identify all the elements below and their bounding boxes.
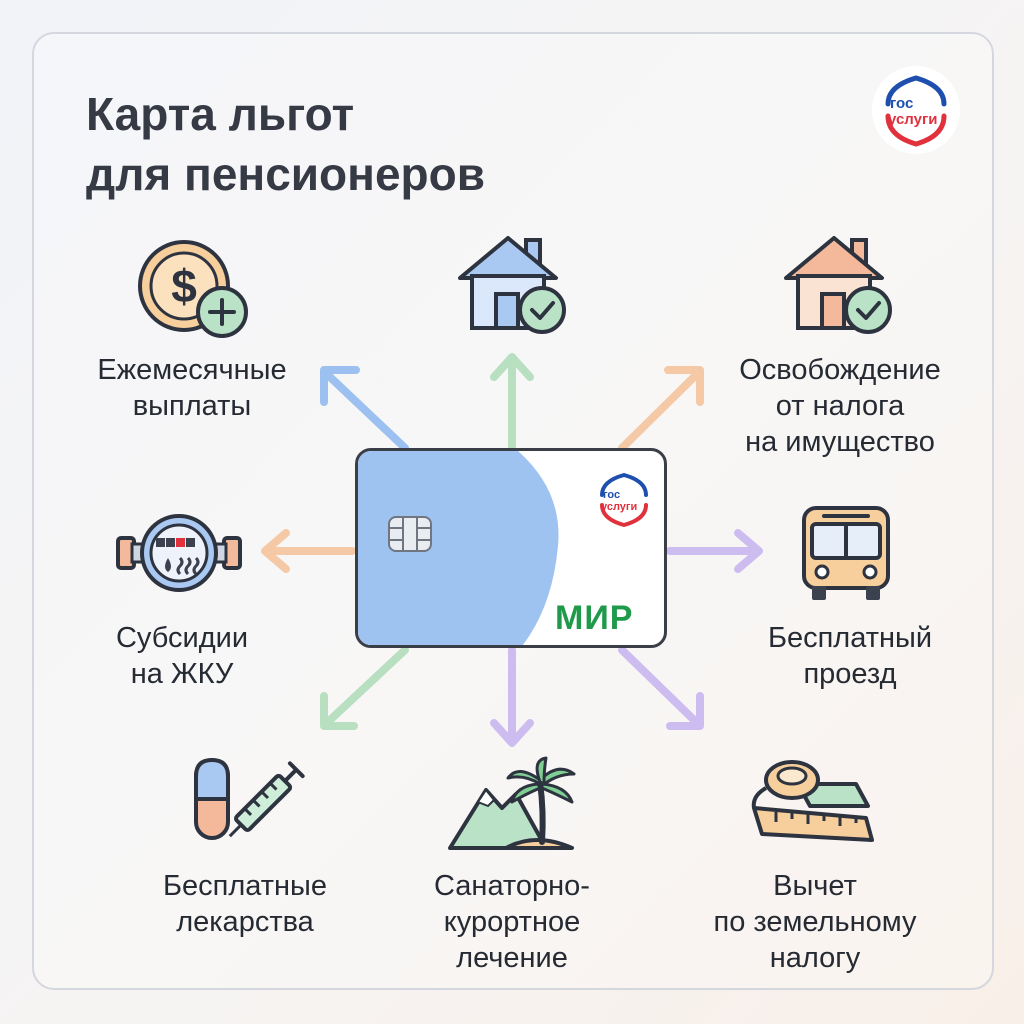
card-logo-uslugi: услуги	[601, 501, 637, 513]
arrow-sanatorium	[490, 646, 534, 747]
svg-text:$: $	[171, 260, 197, 312]
pill-syringe-icon	[194, 757, 305, 840]
arrow-housing	[490, 353, 534, 452]
chip-icon	[388, 516, 432, 552]
label-medicine: Бесплатные лекарства	[162, 870, 328, 938]
arrow-utilities	[261, 529, 356, 573]
tape-measure-icon	[751, 760, 874, 842]
card-logo-gos: гос	[603, 489, 620, 501]
benefit-card: гос услуги МИР	[355, 448, 667, 648]
label-property-tax: Освобождение от налога на имущество	[739, 354, 941, 458]
card-blue-area	[358, 451, 559, 645]
label-transport: Бесплатный проезд	[767, 622, 933, 690]
card-gosuslugi-logo: гос услуги	[600, 472, 648, 528]
label-utilities: Субсидии на ЖКУ	[115, 622, 249, 690]
title-line-1: Карта льгот	[86, 88, 355, 140]
mir-brand-text: МИР	[555, 599, 634, 637]
logo-text-uslugi: услуги	[888, 111, 937, 128]
coin-plus-icon: $	[138, 240, 248, 338]
logo-text-gos: гос	[890, 95, 913, 112]
arrow-monthly	[320, 366, 409, 452]
bus-icon	[802, 506, 890, 600]
title-line-2: для пенсионеров	[86, 148, 485, 200]
house-check-orange-icon	[784, 236, 892, 334]
label-monthly-payments: Ежемесячные выплаты	[97, 354, 287, 422]
arrow-medicine	[320, 646, 409, 730]
house-check-icon	[458, 236, 566, 334]
page-title: Карта льгот для пенсионеров	[86, 84, 485, 204]
utility-meter-icon	[116, 514, 242, 592]
label-sanatorium: Санаторно- курортное лечение	[434, 870, 590, 974]
arrow-land-tax	[618, 646, 704, 730]
gosuslugi-logo: гос услуги	[872, 66, 960, 154]
arrow-property-tax	[618, 366, 704, 452]
palm-mountain-icon	[448, 756, 576, 850]
arrow-transport	[666, 529, 763, 573]
label-land-tax: Вычет по земельному налогу	[713, 870, 917, 974]
